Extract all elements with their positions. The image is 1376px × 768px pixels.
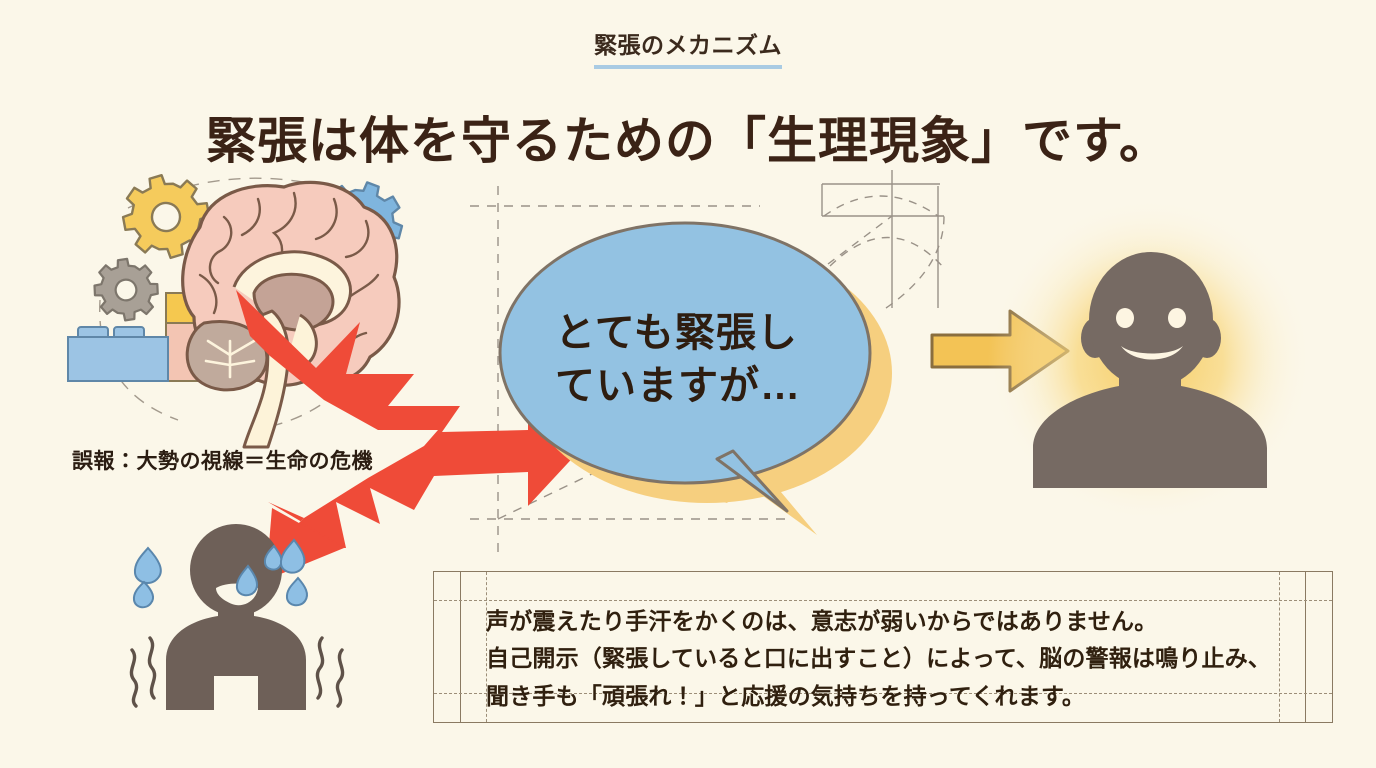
note-line-1: 声が震えたり手汗をかくのは、意志が弱いからではありません。 [486,608,1158,634]
speech-bubble: とても緊張し ていますが… [495,215,915,545]
brain-icon [181,180,401,449]
note-left-dash [486,572,487,722]
eyebrow-title-wrap: 緊張のメカニズム [0,26,1376,69]
summary-note-box: 声が震えたり手汗をかくのは、意志が弱いからではありません。 自己開示（緊張してい… [433,571,1333,723]
gear-yellow-icon [121,173,211,260]
smile-mouth [1121,346,1183,360]
nervous-head [190,524,282,616]
gear-gray-icon [93,257,159,322]
nervous-person [108,498,368,738]
note-line-2: 自己開示（緊張していると口に出すこと）によって、脳の警報は鳴り止み、 [486,645,1272,672]
calm-person [985,198,1315,528]
nervous-body [166,602,306,710]
eyebrow-title: 緊張のメカニズム [594,26,782,69]
page-title-wrap: 緊張は体を守るための「生理現象」です。 [0,80,1376,202]
note-text: 声が震えたり手汗をかくのは、意志が弱いからではありません。 自己開示（緊張してい… [486,603,1292,715]
sweat-drops-icon [132,538,308,609]
calm-head [1089,252,1213,388]
eye-left [1116,308,1134,328]
page-title: 緊張は体を守るための「生理現象」です。 [206,112,1170,169]
note-right-dash [1279,572,1280,722]
note-right-rule [1305,572,1306,722]
trembling-lines-icon [129,636,345,708]
brain-illustration [48,165,468,465]
eye-right [1168,308,1186,328]
note-left-rule [460,572,461,722]
note-top-dash [434,600,1332,601]
note-line-3: 聞き手も「頑張れ！」と応援の気持ちを持ってくれます。 [486,682,1086,709]
bubble-body [498,221,872,513]
misinformation-caption: 誤報：大勢の視線＝生命の危機 [72,450,373,473]
calm-body [1033,358,1267,488]
note-bottom-dash [434,693,1332,694]
